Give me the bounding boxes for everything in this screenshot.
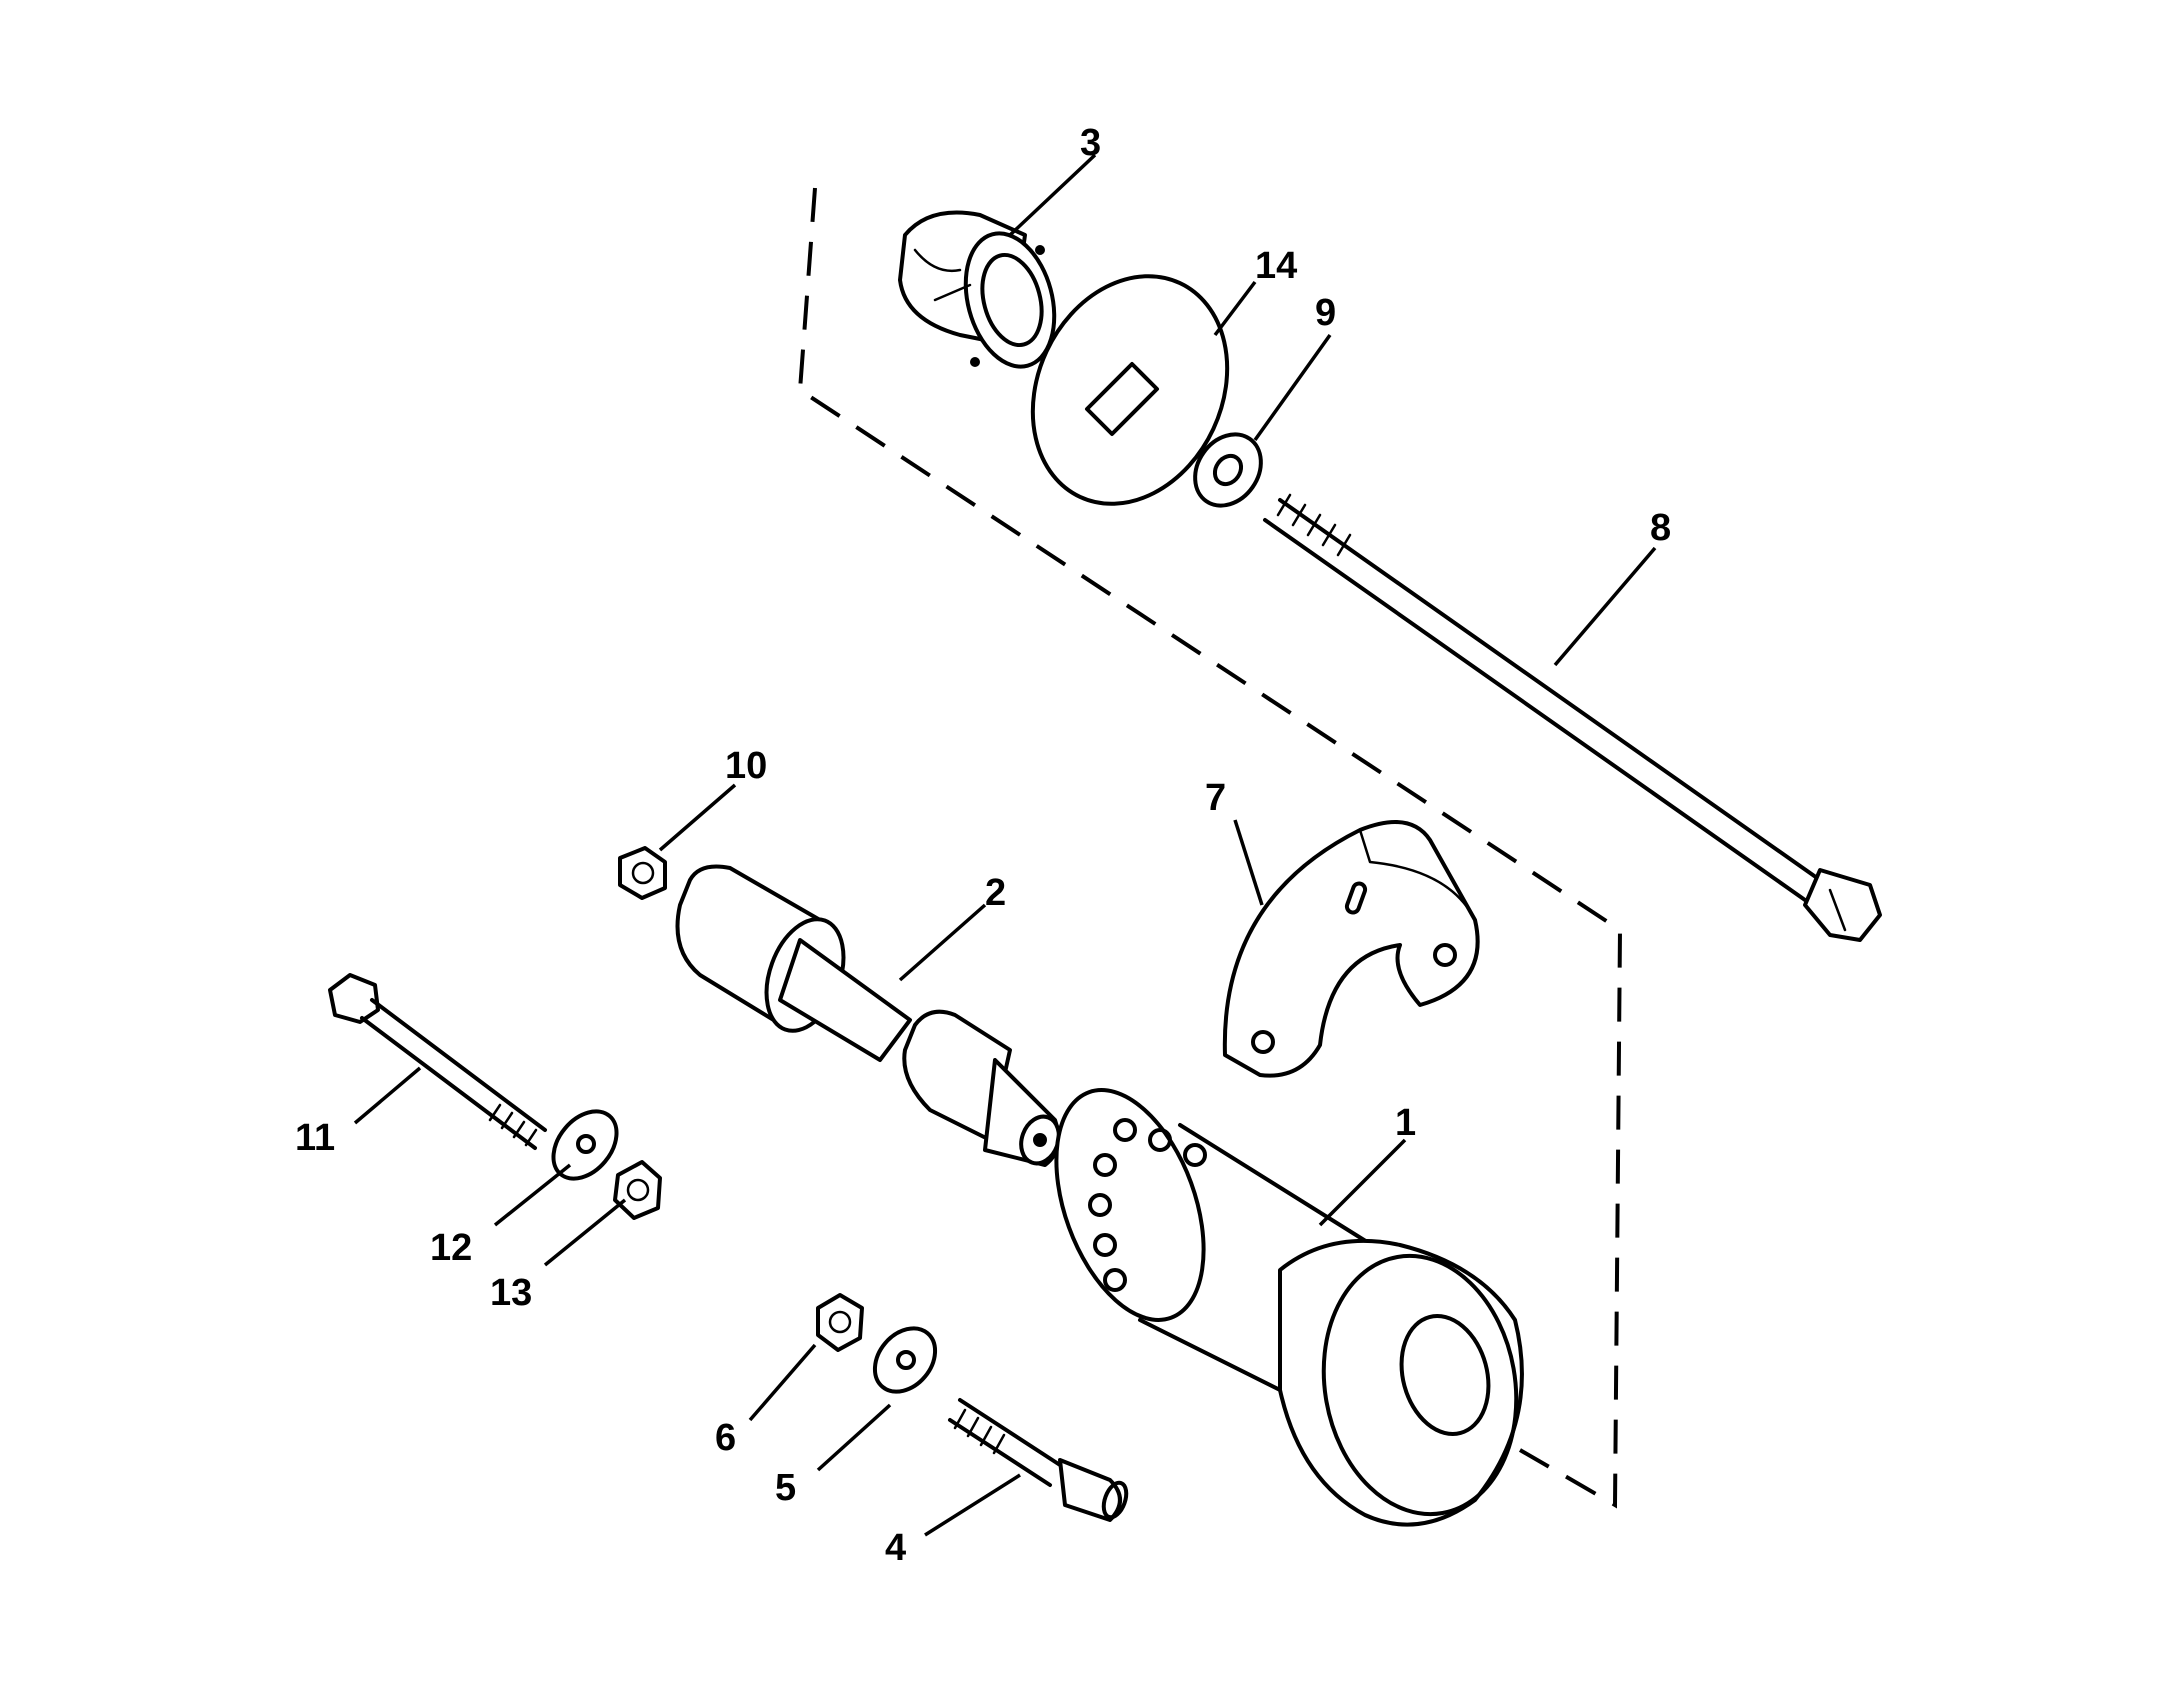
leader-5 <box>816 1403 892 1472</box>
part-3-drive-adapter <box>898 210 1057 369</box>
callout-9: 9 <box>1315 292 1336 334</box>
leader-3 <box>1008 153 1097 237</box>
part-4-socket-screw <box>948 1398 1129 1522</box>
callout-11: 11 <box>295 1117 335 1159</box>
part-7-crescent-bracket <box>1222 820 1480 1078</box>
callout-8: 8 <box>1650 507 1671 549</box>
part-1-puller-housing <box>1054 1088 1524 1527</box>
part-14-square-hole-disc <box>1030 274 1230 506</box>
leader-10 <box>658 783 737 852</box>
leader-9 <box>1253 333 1332 442</box>
part-9-washer <box>1193 432 1263 508</box>
leader-13 <box>543 1198 627 1267</box>
leader-2 <box>898 903 987 982</box>
part-2-stepped-shaft <box>675 864 1061 1167</box>
leader-7 <box>1233 819 1264 906</box>
callout-7: 7 <box>1205 777 1226 819</box>
leader-11 <box>353 1066 422 1125</box>
callout-13: 13 <box>490 1272 532 1314</box>
part-5-washer <box>872 1326 938 1394</box>
callout-labels: 1 2 3 4 5 6 7 8 9 10 11 12 13 14 <box>295 122 1671 1569</box>
leader-4 <box>924 1473 1021 1537</box>
leader-1 <box>1318 1138 1407 1227</box>
callout-12: 12 <box>430 1227 472 1269</box>
part-13-nut <box>613 1160 662 1220</box>
leader-lines <box>353 153 1657 1537</box>
leader-12 <box>493 1163 572 1227</box>
part-1-bolt-holes <box>1088 1118 1207 1292</box>
callout-10: 10 <box>725 745 767 787</box>
leader-6 <box>748 1343 817 1422</box>
leader-8 <box>1553 546 1657 667</box>
callout-1: 1 <box>1395 1102 1416 1144</box>
callout-5: 5 <box>775 1467 796 1509</box>
leader-14 <box>1213 280 1257 337</box>
callout-14: 14 <box>1255 245 1297 287</box>
subassembly-dashed-outline <box>797 187 1623 1509</box>
part-10-nut <box>618 846 667 900</box>
part-8-threaded-rod <box>1263 493 1882 942</box>
callout-2: 2 <box>985 872 1006 914</box>
callout-3: 3 <box>1080 122 1101 164</box>
callout-4: 4 <box>885 1527 906 1569</box>
part-6-nut <box>816 1293 864 1352</box>
callout-6: 6 <box>715 1417 736 1459</box>
part-11-long-bolt <box>328 973 547 1150</box>
